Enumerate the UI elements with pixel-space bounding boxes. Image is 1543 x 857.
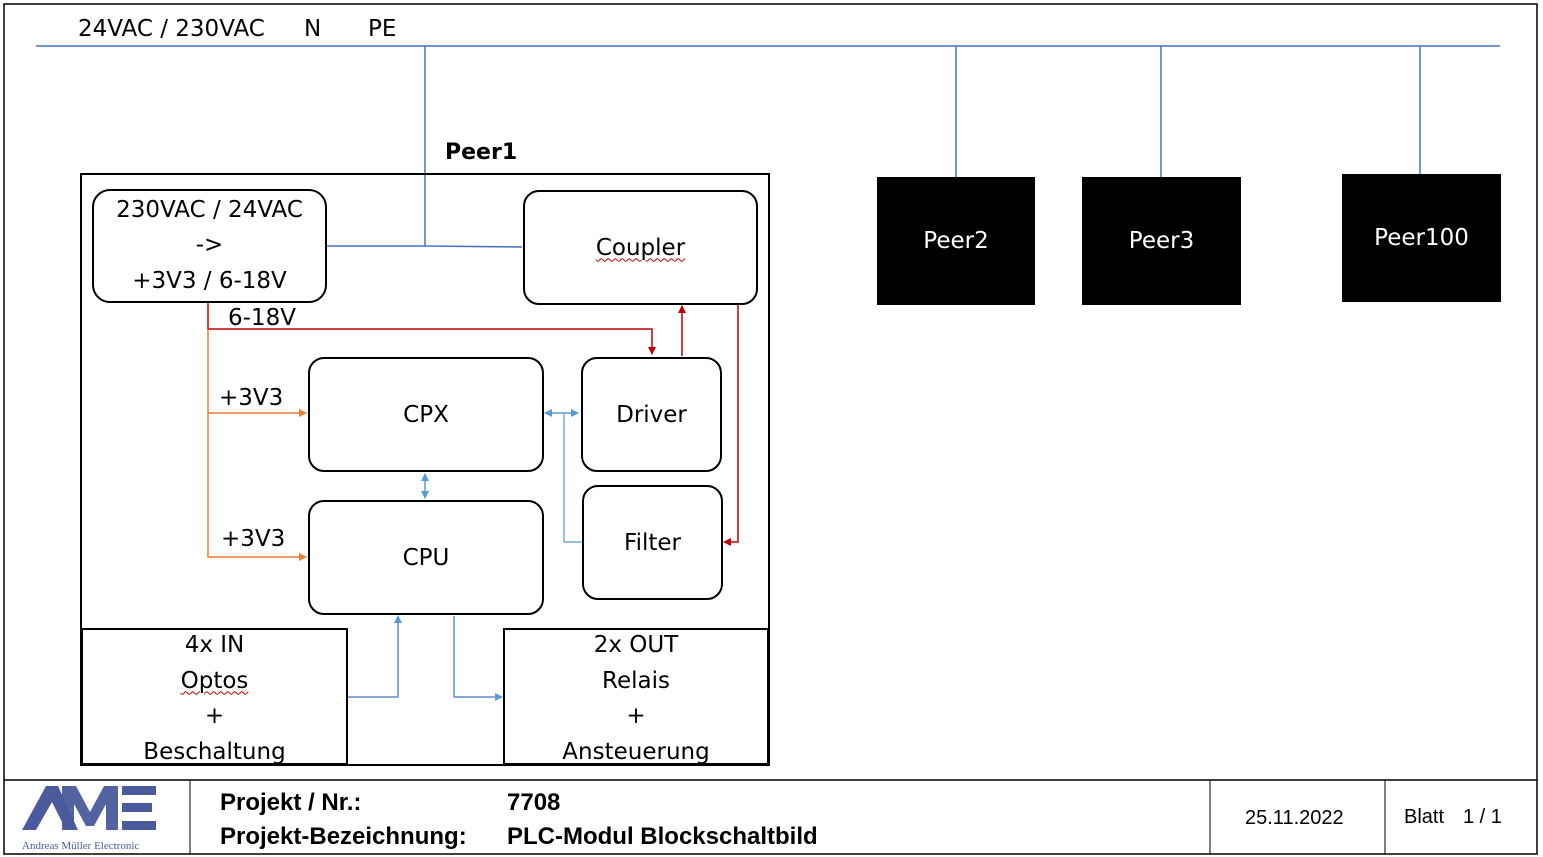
outputs-line: 2x OUT [593,632,679,658]
sheet-label: Blatt [1404,806,1445,828]
power-supply-block: 230VAC / 24VAC -> +3V3 / 6-18V [92,189,327,303]
rail-6-18v-line [207,303,656,355]
project-designation-value: PLC-Modul Blockschaltbild [507,823,818,850]
protective-earth-label: PE [368,16,397,42]
sheet-value: 1 / 1 [1463,806,1502,828]
psu-coupler-line [326,245,523,248]
filter-block: Filter [582,485,723,600]
inputs-line: 4x IN [184,632,245,658]
driver-label: Driver [616,401,687,428]
neutral-label: N [304,16,322,42]
inputs-line: Optos [180,667,249,694]
cpx-label: CPX [403,401,449,428]
rail-3v3-cpx-label: +3V3 [219,385,284,411]
coupler-to-filter-line [723,304,739,546]
rail-3v3-cpu-label: +3V3 [221,526,286,552]
filter-label: Filter [624,529,681,556]
outputs-line: + [626,703,646,729]
peer1-title: Peer1 [445,140,518,165]
logo-caption: Andreas Müller Electronic [22,840,140,852]
project-designation-label: Projekt-Bezeichnung: [220,823,467,850]
cpu-block: CPU [308,500,544,615]
project-number-label: Projekt / Nr.: [220,789,362,816]
peer3-block: Peer3 [1082,177,1241,305]
cpu-label: CPU [402,544,450,571]
inputs-line: Beschaltung [143,738,286,765]
outputs-line: Ansteuerung [562,738,710,765]
outputs-line: Relais [602,667,670,694]
supply-voltage-label: 24VAC / 230VAC [78,16,265,42]
rail-3v3-cpu-line [207,329,307,561]
cpx-block: CPX [308,357,544,472]
driver-block: Driver [581,357,722,472]
outputs-block: 2x OUT Relais + Ansteuerung [503,628,769,765]
date-value: 25.11.2022 [1245,807,1344,829]
peer2-label: Peer2 [923,228,989,254]
inputs-block: 4x IN Optos + Beschaltung [81,628,348,765]
peer3-label: Peer3 [1128,228,1195,254]
peer1-container [80,173,770,766]
filter-link [563,413,582,543]
psu-line: +3V3 / 6-18V [132,267,287,294]
rail-6-18v-label: 6-18V [228,305,296,331]
peer100-block: Peer100 [1342,174,1501,302]
inputs-line: + [204,703,225,729]
ame-logo [22,786,156,830]
psu-line: 230VAC / 24VAC [116,196,303,223]
page-frame [3,3,1538,855]
project-number-value: 7708 [507,789,561,816]
coupler-label: Coupler [595,234,686,261]
coupler-block: Coupler [523,190,758,305]
psu-line: -> [195,232,224,259]
inputs-to-cpu-line [348,615,402,698]
peer100-label: Peer100 [1374,225,1469,251]
peer2-block: Peer2 [877,177,1035,305]
cpu-to-outputs-line [453,616,503,701]
